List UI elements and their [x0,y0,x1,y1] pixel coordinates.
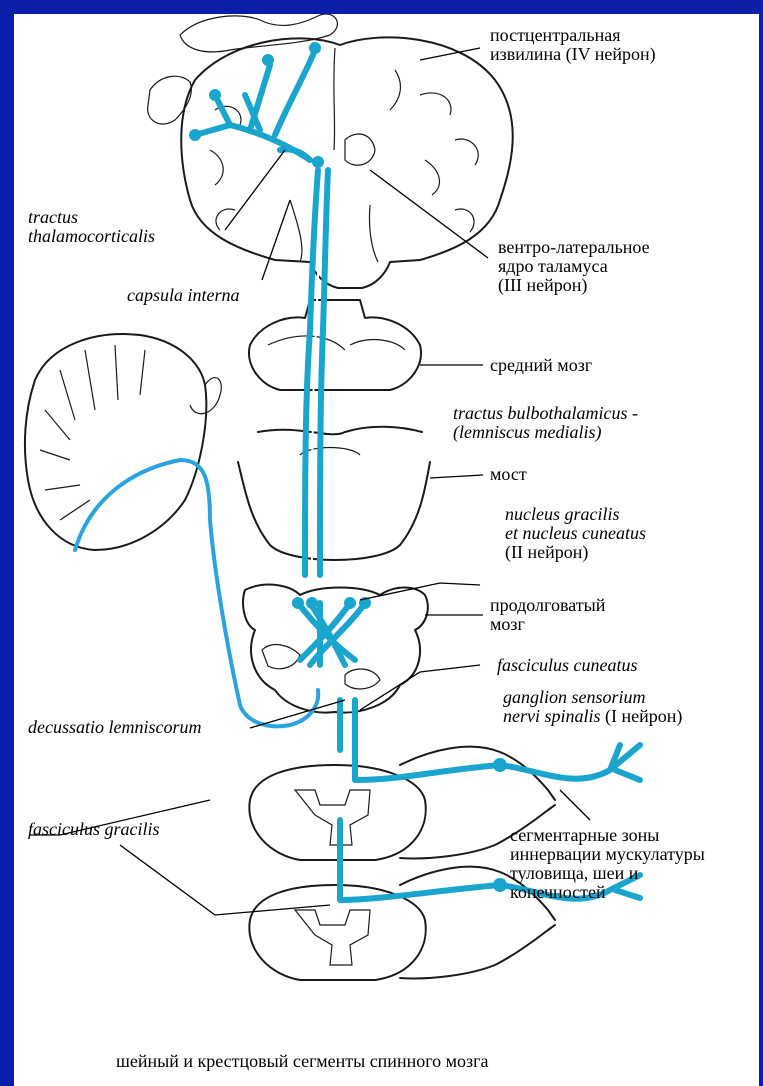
cerebellum-section [25,334,221,550]
label-nucleus: nucleus gracilis et nucleus cuneatus (II… [505,505,646,562]
label-ventrolateral-line2: ядро таламуса [498,257,650,276]
label-nucleus-line1: nucleus gracilis [505,505,646,524]
label-ganglion-line2-latin: nervi spinalis [503,706,601,726]
label-midbrain: средний мозг [490,356,592,375]
label-fasciculus-cuneatus: fasciculus cuneatus [497,656,637,675]
pathways [75,50,640,900]
label-postcentral-line2: извилина (IV нейрон) [490,45,656,64]
label-bulbothalamicus-line2: (lemniscus medialis) [453,423,638,442]
label-postcentral-line1: постцентральная [490,26,656,45]
label-bulbothalamicus-line1: tractus bulbothalamicus - [453,404,638,423]
label-tractus-line1: tractus [28,208,155,227]
label-medulla-line2: мозг [490,615,605,634]
midbrain-section [249,300,421,390]
label-zones-line4: конечностей [510,883,705,902]
label-medulla-line1: продолговатый [490,596,605,615]
brain-section [148,14,513,288]
label-zones-line1: сегментарные зоны [510,826,705,845]
label-nucleus-line2: et nucleus cuneatus [505,524,646,543]
label-pons: мост [490,465,527,484]
label-zones-line2: иннервации мускулатуры [510,845,705,864]
label-bulbothalamicus: tractus bulbothalamicus - (lemniscus med… [453,404,638,442]
caption: шейный и крестцовый сегменты спинного мо… [116,1052,489,1071]
label-ganglion-line2-neuron: (I нейрон) [601,706,683,726]
label-segmental-zones: сегментарные зоны иннервации мускулатуры… [510,826,705,902]
label-ventrolateral-line3: (III нейрон) [498,276,650,295]
label-medulla: продолговатый мозг [490,596,605,634]
label-postcentral: постцентральная извилина (IV нейрон) [490,26,656,64]
label-fasciculus-gracilis: fasciculus gracilis [28,820,160,839]
label-ganglion: ganglion sensorium nervi spinalis (I ней… [503,688,682,726]
pons-section [238,427,430,560]
label-ganglion-line1: ganglion sensorium [503,688,682,707]
label-ventrolateral-line1: вентро-латеральное [498,238,650,257]
label-ventrolateral: вентро-латеральное ядро таламуса (III не… [498,238,650,295]
label-capsula-interna: capsula interna [127,286,240,305]
label-tractus-thalamocorticalis: tractus thalamocorticalis [28,208,155,246]
label-nucleus-line3: (II нейрон) [505,543,646,562]
label-zones-line3: туловища, шеи и [510,864,705,883]
label-decussatio: decussatio lemniscorum [28,718,201,737]
label-tractus-line2: thalamocorticalis [28,227,155,246]
